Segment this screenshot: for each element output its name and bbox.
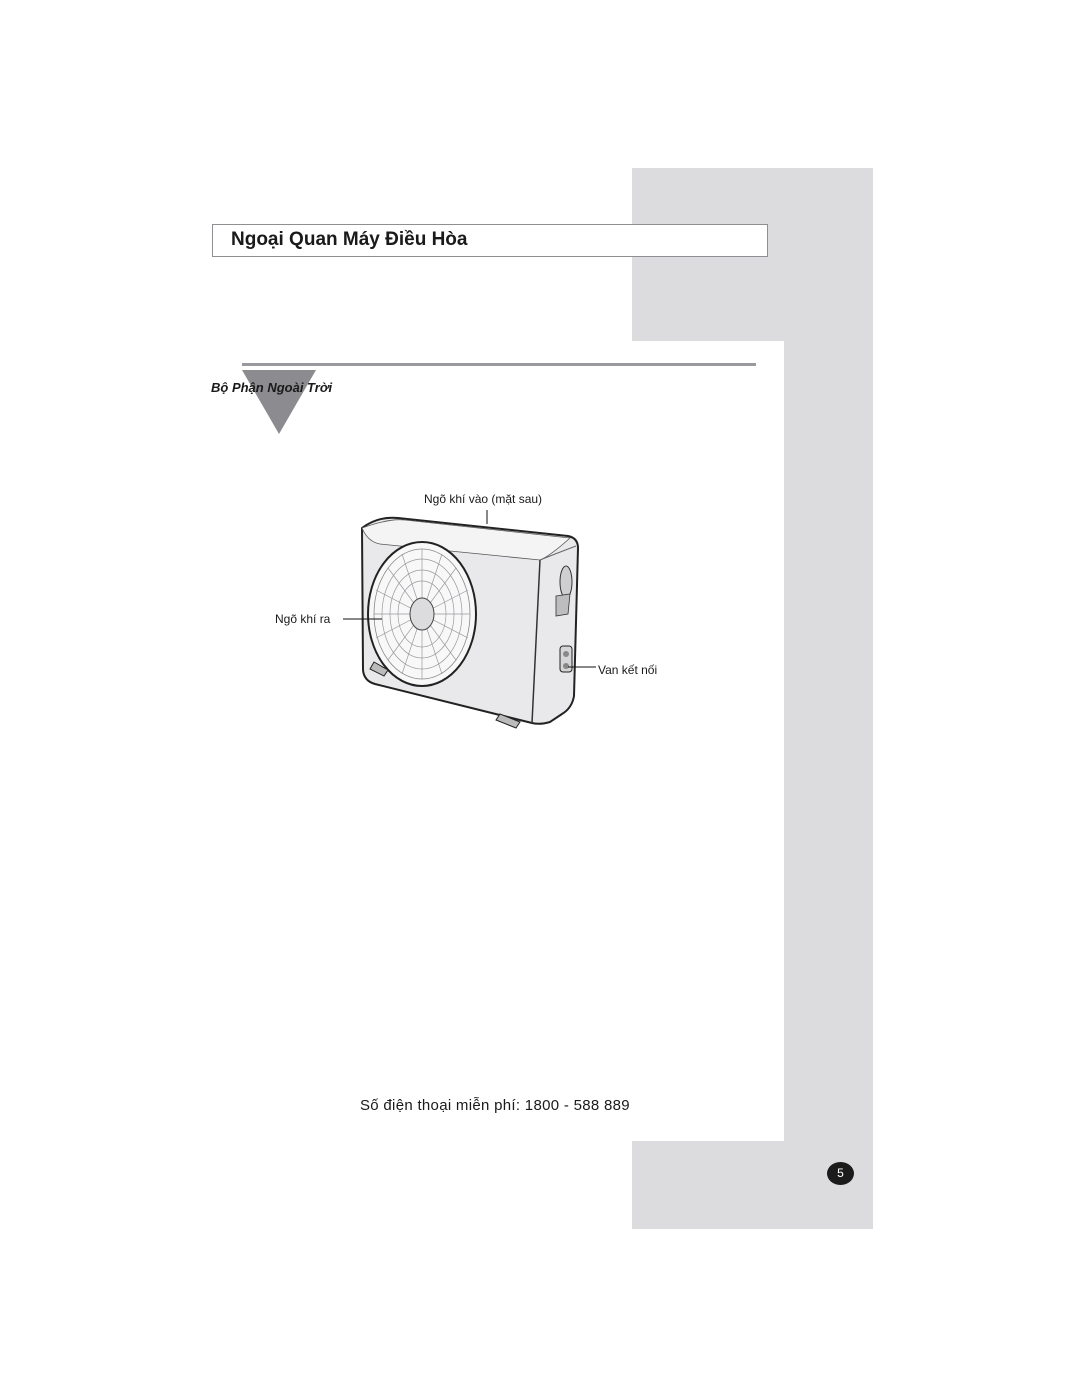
- air-inlet-callout: Ngõ khí vào (mặt sau): [424, 492, 543, 506]
- connection-valve-callout: Van kết nối: [598, 663, 658, 677]
- section-heading: Bộ Phận Ngoài Trời: [211, 380, 333, 395]
- outdoor-unit-illustration: [343, 510, 596, 729]
- air-outlet-callout: Ngõ khí ra: [275, 612, 331, 626]
- page-number-badge: 5: [827, 1162, 854, 1185]
- hotline-text: Số điện thoại miễn phí: 1800 - 588 889: [360, 1097, 630, 1114]
- side-strip: [784, 341, 873, 1141]
- page-title-box: Ngoại Quan Máy Điều Hòa: [212, 224, 768, 257]
- side-tab-bottom: [632, 1141, 873, 1229]
- page-title: Ngoại Quan Máy Điều Hòa: [231, 229, 468, 250]
- section-marker-triangle-icon: [242, 370, 316, 434]
- section-divider: [242, 363, 756, 366]
